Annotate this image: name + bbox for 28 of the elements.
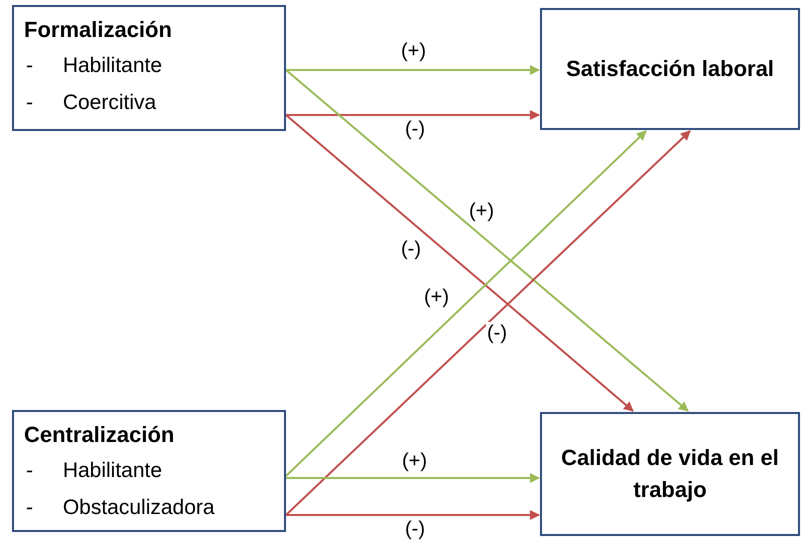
arrow	[286, 110, 540, 120]
arrow	[286, 473, 540, 483]
list-item: - Habilitante	[26, 54, 162, 78]
concept-box	[540, 8, 800, 130]
edge-label: (+)	[468, 200, 495, 222]
edge-label: (+)	[400, 40, 427, 62]
concept-box	[12, 5, 286, 131]
edge-label: (-)	[404, 118, 426, 140]
box-title: Calidad de vida en el trabajo	[560, 444, 780, 504]
edge-label: (+)	[401, 450, 428, 472]
edge-label: (+)	[423, 286, 450, 308]
edge-label: (-)	[486, 322, 508, 344]
edge-label: (-)	[400, 238, 422, 260]
heading: Formalización	[24, 17, 172, 43]
arrow	[285, 130, 691, 516]
concept-box	[12, 410, 286, 532]
box-title: Satisfacción laboral	[565, 55, 775, 84]
arrow	[285, 114, 634, 412]
arrow	[286, 510, 540, 520]
list-item: - Obstaculizadora	[26, 496, 215, 520]
arrow	[285, 130, 647, 477]
edge-label: (-)	[404, 518, 426, 540]
arrow	[285, 69, 689, 412]
list-item: - Coercitiva	[26, 91, 156, 115]
list-item: - Habilitante	[26, 459, 162, 483]
heading: Centralización	[24, 422, 174, 448]
arrow	[286, 65, 540, 75]
concept-box	[540, 412, 800, 536]
